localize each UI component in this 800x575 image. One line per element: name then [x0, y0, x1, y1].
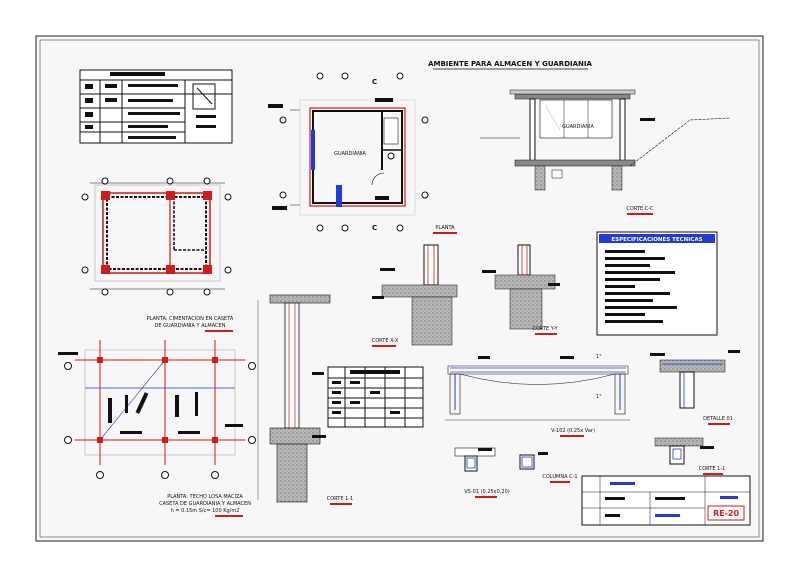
section-c-c-caption: CORTE C-C: [626, 206, 654, 212]
floor-plan-caption: PLANTA: [435, 225, 455, 231]
section-y-y: [482, 244, 560, 330]
roof-caption-1: PLANTA: TECHO LOSA MACIZA: [167, 494, 243, 500]
sheet-inner-frame: [39, 39, 760, 538]
section-1-1-small-caption: CORTE 1-1: [699, 466, 726, 472]
roof-caption-2: CASETA DE GUARDIANIA Y ALMACEN: [159, 501, 251, 507]
specs-title: ESPECIFICACIONES TECNICAS: [611, 237, 702, 243]
roof-slab-plan: [58, 340, 256, 479]
wall-section-1-1: [257, 294, 331, 503]
column-c-1: [519, 452, 548, 470]
section-c-c: GUARDIANIA: [480, 89, 731, 191]
beam-caption: V-102 (0.25x Var): [551, 428, 595, 434]
column-caption: COLUMNA C-1: [542, 474, 577, 480]
section-x-x: [372, 244, 458, 346]
sheet-number: RE-20: [713, 509, 740, 518]
foundation-caption-2: DE GUARDIANIA Y ALMACEN: [155, 323, 226, 329]
title-block: RE-20: [581, 475, 751, 526]
sheet-title: AMBIENTE PARA ALMACEN Y GUARDIANIA: [428, 60, 592, 68]
cut-marker-bottom: C: [372, 224, 377, 232]
section-1-1-small: [654, 437, 714, 465]
foundation-caption-1: PLANTA: CIMENTACION EN CASETA: [147, 316, 234, 322]
beam-level-bottom: 1°: [596, 394, 602, 400]
rebar-table: [327, 366, 424, 428]
legend-table: [79, 69, 233, 144]
technical-specs-box: ESPECIFICACIONES TECNICAS: [596, 231, 718, 336]
foundation-plan: [81, 177, 232, 296]
floor-plan: GUARDIANIA C C: [268, 72, 429, 232]
beam-v-102: 1° 1°: [445, 354, 630, 421]
beam-vs-01: [454, 447, 496, 472]
vs-01-caption: VS-01 (0.25x0.20): [464, 489, 510, 495]
beam-level-top: 1°: [596, 354, 602, 360]
section-x-x-caption: CORTE X-X: [372, 338, 399, 344]
section-1-1-caption: CORTE 1-1: [327, 496, 354, 502]
detail-01-caption: DETALLE 01: [703, 416, 733, 422]
floor-plan-room-label: GUARDIANIA: [334, 151, 366, 157]
detail-01: [650, 350, 740, 409]
section-room-label: GUARDIANIA: [562, 124, 594, 130]
section-y-y-caption: CORTE Y-Y: [532, 326, 558, 332]
roof-caption-3: h = 0.15m S/c= 100 Kg/m2: [171, 508, 240, 514]
cut-marker-top: C: [372, 78, 377, 86]
